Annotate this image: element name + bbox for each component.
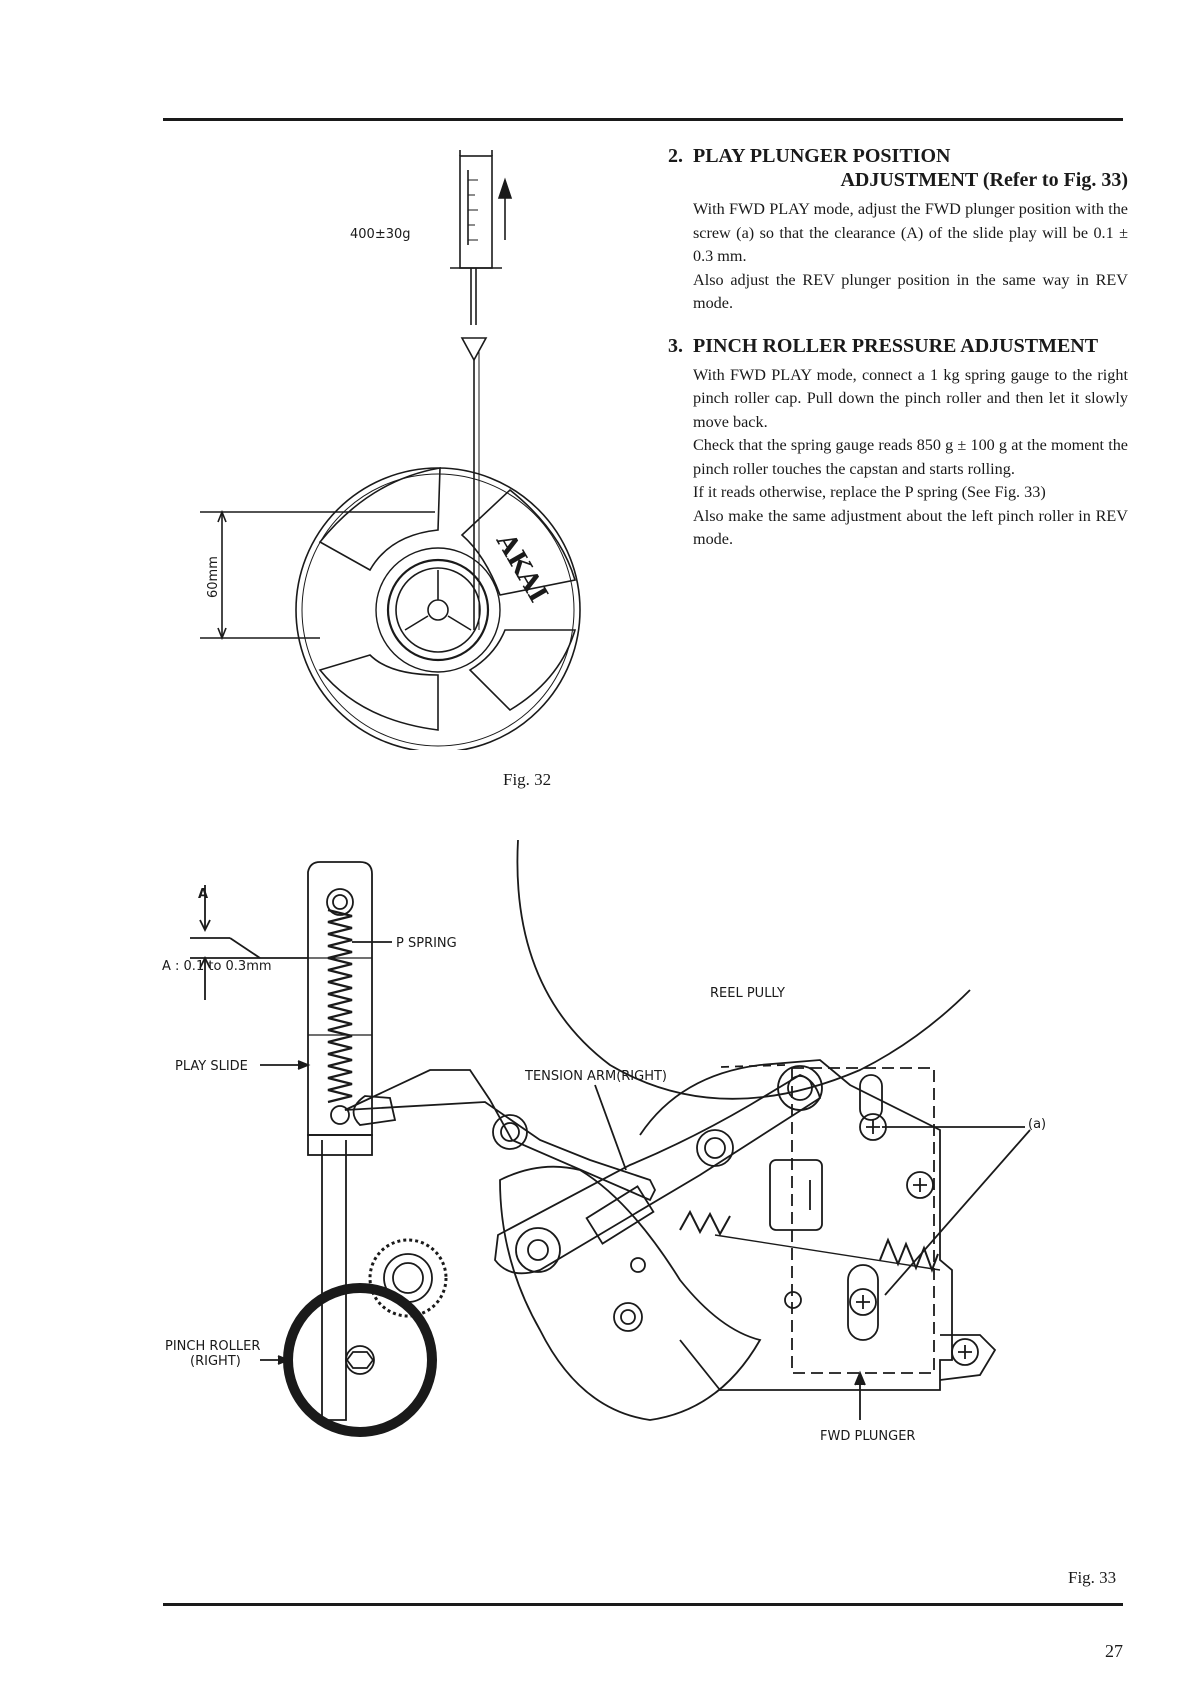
section-3-paragraph: If it reads otherwise, replace the P spr… [693, 483, 1046, 501]
reel-pully-arc [516, 840, 971, 1100]
fwd-plunger-box [791, 1067, 935, 1374]
section-2-number: 2. [668, 145, 683, 167]
section-3-paragraph: Also make the same adjustment about the … [693, 506, 1128, 549]
section-2-paragraph: With FWD PLAY mode, adjust the FWD plung… [693, 200, 1128, 265]
p-spring-label: P SPRING [396, 936, 457, 951]
section-3-title: PINCH ROLLER PRESSURE ADJUSTMENT [693, 334, 1099, 357]
base-bracket [639, 1059, 953, 1391]
pinch-roller [283, 1283, 437, 1437]
p-spring-coil [327, 908, 353, 1104]
section-2-body: With FWD PLAY mode, adjust the FWD plung… [693, 198, 1128, 316]
section-2-title-line1: PLAY PLUNGER POSITION [693, 145, 951, 167]
bottom-rule [163, 1603, 1123, 1606]
play-slide-label: PLAY SLIDE [175, 1059, 248, 1074]
sector-plate [499, 1165, 762, 1421]
section-2-heading: 2. PLAY PLUNGER POSITION [668, 144, 1128, 168]
section-3-body: With FWD PLAY mode, connect a 1 kg sprin… [693, 364, 1128, 552]
section-3-paragraph: With FWD PLAY mode, connect a 1 kg sprin… [693, 365, 1128, 431]
pinch-roller-sublabel: (RIGHT) [190, 1354, 241, 1369]
figure-32-caption: Fig. 32 [503, 770, 552, 789]
section-3-number: 3. [668, 334, 683, 357]
section-3-heading: 3. PINCH ROLLER PRESSURE ADJUSTMENT [668, 334, 1128, 358]
section-pinch-roller: 3. PINCH ROLLER PRESSURE ADJUSTMENT With … [668, 334, 1128, 552]
play-slide [307, 861, 373, 1136]
section-3-paragraph: Check that the spring gauge reads 850 g … [693, 436, 1128, 478]
spring-gauge-body [459, 155, 493, 269]
top-rule [163, 118, 1123, 121]
reel-pully-label: REEL PULLY [710, 986, 785, 1001]
instructions-column: 2. PLAY PLUNGER POSITION ADJUSTMENT (Refe… [668, 144, 1128, 552]
figure-33-drawing: A A : 0.1 to 0.3mm P SPRING REEL PULLY P… [162, 840, 1046, 1444]
fwd-plunger-label: FWD PLUNGER [820, 1429, 915, 1444]
figure-32: 400±30g 60mm AKAI [200, 150, 660, 750]
figure-33-caption: Fig. 33 [1068, 1568, 1117, 1587]
figure-33: A A : 0.1 to 0.3mm P SPRING REEL PULLY P… [160, 840, 1120, 1560]
tension-arm-label: TENSION ARM(RIGHT) [524, 1069, 667, 1084]
a-marker: A [198, 887, 208, 902]
gauge-hook [460, 337, 488, 362]
pinch-roller-label: PINCH ROLLER [165, 1339, 260, 1354]
section-2-paragraph: Also adjust the REV plunger position in … [693, 270, 1128, 313]
dimension-label: 60mm [206, 556, 221, 598]
screw-a-label: (a) [1028, 1117, 1046, 1132]
figure-32-drawing: 400±30g 60mm AKAI [200, 150, 581, 750]
section-play-plunger: 2. PLAY PLUNGER POSITION ADJUSTMENT (Refe… [668, 144, 1128, 316]
linkage-plate [344, 1069, 657, 1202]
clearance-label: A : 0.1 to 0.3mm [162, 959, 272, 974]
gauge-weight-label: 400±30g [350, 227, 411, 242]
section-2-title-line2: ADJUSTMENT (Refer to Fig. 33) [840, 169, 1128, 191]
page-number: 27 [1105, 1641, 1123, 1661]
